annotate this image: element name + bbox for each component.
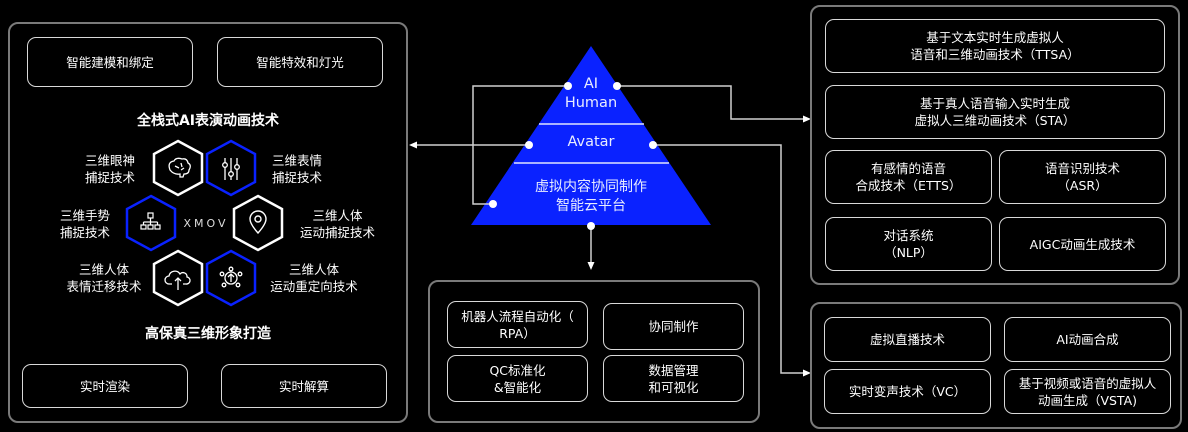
tier-avatar: Avatar [567,134,615,150]
arrow-right-bottom [803,369,811,377]
collaborative-production-box[interactable]: 协同制作 [603,303,744,350]
asr-box[interactable]: 语音识别技术 （ASR） [999,150,1166,204]
arrow-right-top [803,115,811,123]
nlp-box[interactable]: 对话系统 （NLP） [825,217,992,271]
hex-label-body-capture: 三维人体 运动捕捉技术 [299,208,375,240]
ttsa-box[interactable]: 基于文本实时生成虚拟人 语音和三维动画技术（TTSA） [825,19,1165,73]
hex-label-eye-capture: 三维眼神 捕捉技术 [84,153,135,185]
vsta-box[interactable]: 基于视频或语音的虚拟人 动画生成（VSTA) [1004,369,1171,414]
tier-cloud-platform: 虚拟内容协同制作 智能云平台 [535,179,647,214]
hex-eye-capture [152,139,204,197]
virtual-livestream-box[interactable]: 虚拟直播技术 [824,317,991,362]
smart-effects-lighting-box[interactable]: 智能特效和灯光 [217,37,383,87]
hex-gesture-capture [125,194,177,252]
connector-ai-human-to-right [617,85,806,120]
right-bottom-panel [810,302,1182,429]
qc-standardization-box[interactable]: QC标准化 &智能化 [447,355,588,402]
hex-expression-transfer [152,249,204,307]
dot-avatar-right [649,141,657,149]
cloud-upload-icon [164,270,191,290]
hex-face-capture [205,139,257,197]
etts-box[interactable]: 有感情的语音 合成技术（ETTS） [825,150,992,204]
smart-modeling-rigging-box[interactable]: 智能建模和绑定 [27,37,193,87]
sta-box[interactable]: 基于真人语音输入实时生成 虚拟人三维动画技术（STA） [825,85,1165,139]
hex-label-motion-retarget: 三维人体 运动重定向技术 [270,262,358,294]
left-panel [8,22,408,423]
bottom-center-panel [428,280,760,423]
connector-avatar-to-right [653,144,806,374]
arrow-down [587,262,595,270]
tier-ai-human: AI Human [564,76,618,111]
brain-icon [168,157,191,178]
network-molecule-icon [219,266,243,288]
right-top-panel [810,5,1180,285]
hex-label-gesture-capture: 三维手势 捕捉技术 [59,208,110,240]
high-fidelity-heading: 高保真三维形象打造 [145,326,271,342]
dot-ai-right [613,82,621,90]
rpa-box[interactable]: 机器人流程自动化（ RPA） [447,301,588,348]
fullstack-ai-heading: 全栈式AI表演动画技术 [136,113,280,129]
aigc-animation-box[interactable]: AIGC动画生成技术 [999,217,1166,271]
hex-body-capture [232,194,284,252]
hex-label-expression-transfer: 三维人体 表情迁移技术 [66,262,142,294]
realtime-render-box[interactable]: 实时渲染 [22,364,188,408]
ai-animation-synthesis-box[interactable]: AI动画合成 [1004,317,1171,362]
pyramid-shape [471,46,711,225]
dot-platform-bottom [587,222,595,230]
hierarchy-icon [140,212,161,230]
sliders-icon [222,158,240,180]
voice-conversion-box[interactable]: 实时变声技术（VC） [824,369,991,414]
dot-platform-left [489,200,497,208]
dot-ai-left [564,82,572,90]
arrow-left [409,141,417,149]
location-pin-icon [249,210,267,235]
realtime-solve-box[interactable]: 实时解算 [221,364,387,408]
dot-avatar-left [525,141,533,149]
hex-motion-retarget [205,249,257,307]
hex-label-face-capture: 三维表情 捕捉技术 [271,153,322,185]
data-management-box[interactable]: 数据管理 和可视化 [603,355,744,402]
center-logo-xmov: XMOV [183,217,229,230]
